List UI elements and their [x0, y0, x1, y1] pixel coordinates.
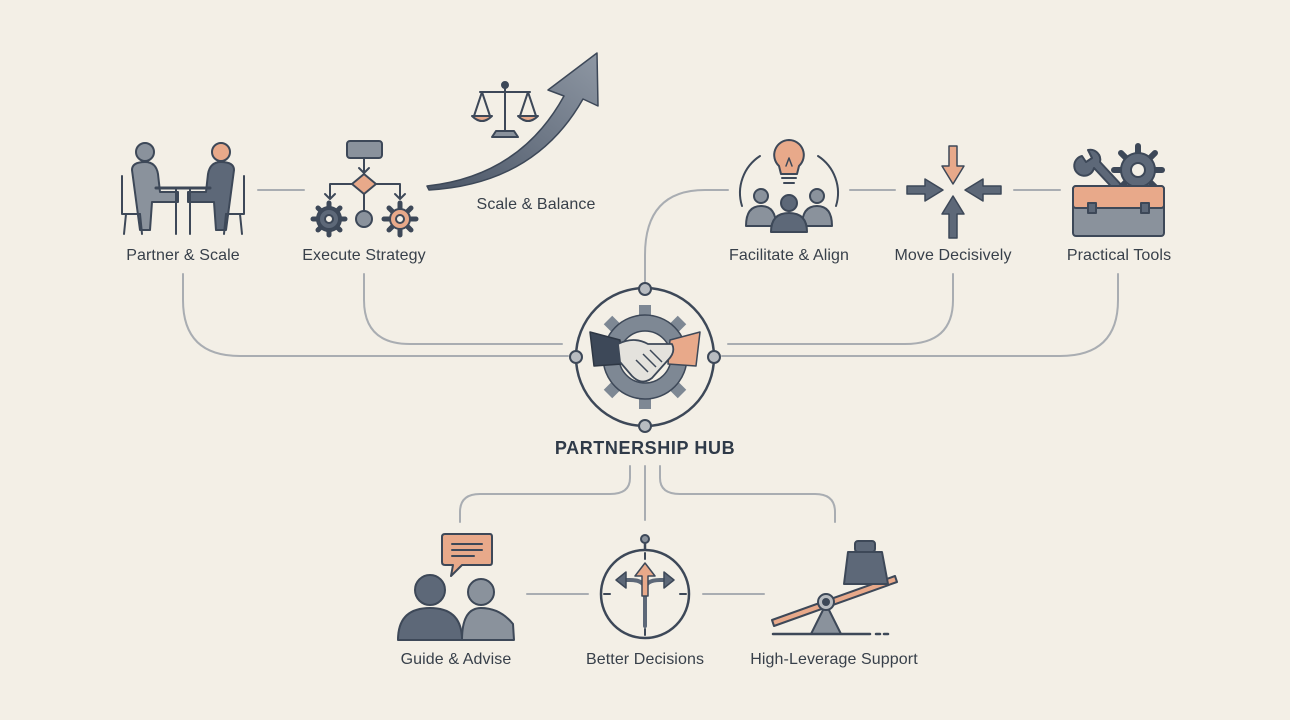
node-label-move-decisively: Move Decisively: [894, 247, 1012, 264]
handshake-gear-icon: [569, 282, 721, 433]
node-label-better-decisions: Better Decisions: [585, 651, 705, 668]
node-label-guide-advise: Guide & Advise: [400, 651, 512, 668]
node-label-high-leverage-support: High-Leverage Support: [750, 651, 918, 668]
flowchart-icon: [310, 140, 419, 238]
team-idea-icon: [739, 139, 839, 233]
node-label-facilitate-align: Facilitate & Align: [728, 247, 850, 264]
meeting-icon: [121, 142, 245, 235]
node-label-scale-balance: Scale & Balance: [476, 196, 596, 213]
converging-arrows-icon: [906, 145, 1002, 239]
advice-chat-icon: [397, 533, 515, 641]
hub-title: PARTNERSHIP HUB: [554, 438, 736, 458]
compass-icon: [599, 534, 691, 640]
scales-icon: [471, 81, 539, 138]
node-label-practical-tools: Practical Tools: [1066, 247, 1172, 264]
node-label-partner-scale: Partner & Scale: [126, 247, 240, 264]
growth-arrow-icon: [426, 52, 599, 191]
seesaw-lever-icon: [771, 540, 898, 636]
toolbox-icon: [1072, 143, 1165, 237]
node-label-execute-strategy: Execute Strategy: [302, 247, 426, 264]
connector-lines: [182, 189, 1119, 595]
